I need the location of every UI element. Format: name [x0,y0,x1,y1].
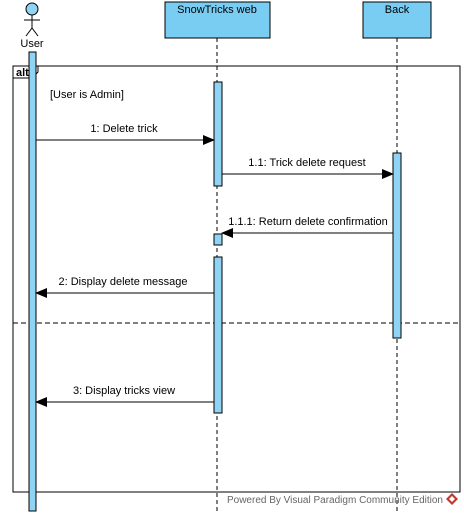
web-participant[interactable]: SnowTricks web [164,1,271,39]
watermark: Powered By Visual Paradigm Community Edi… [227,493,458,506]
message-1-1[interactable]: 1.1: Trick delete request [222,157,394,179]
message-3-label: 3: Display tricks view [73,385,175,397]
back-participant[interactable]: Back [362,1,432,39]
message-1[interactable]: 1: Delete trick [36,123,215,145]
fragment-guard: [User is Admin] [50,89,124,101]
message-3[interactable]: 3: Display tricks view [35,385,214,407]
web-activation-bar-1[interactable] [213,81,223,187]
actor-head-icon [25,2,39,16]
alt-fragment: alt [User is Admin] [12,65,461,493]
message-1-label: 1: Delete trick [90,123,158,135]
web-activation-bar-2[interactable] [213,233,223,246]
fragment-operator-label: alt [16,67,29,79]
user-actor-label: User [20,38,44,50]
user-actor[interactable]: User [20,2,44,50]
message-1-1-label: 1.1: Trick delete request [248,157,365,169]
user-activation-bar[interactable] [28,51,37,512]
watermark-text: Powered By Visual Paradigm Community Edi… [227,495,443,506]
web-activation-bar-3[interactable] [213,256,223,414]
message-2[interactable]: 2: Display delete message [35,276,214,298]
message-1-1-1-label: 1.1.1: Return delete confirmation [228,216,388,228]
back-participant-label: Back [385,4,410,16]
web-participant-label: SnowTricks web [177,4,257,16]
message-2-label: 2: Display delete message [58,276,187,288]
back-activation-bar[interactable] [392,152,402,339]
message-1-1-1[interactable]: 1.1.1: Return delete confirmation [221,216,393,238]
